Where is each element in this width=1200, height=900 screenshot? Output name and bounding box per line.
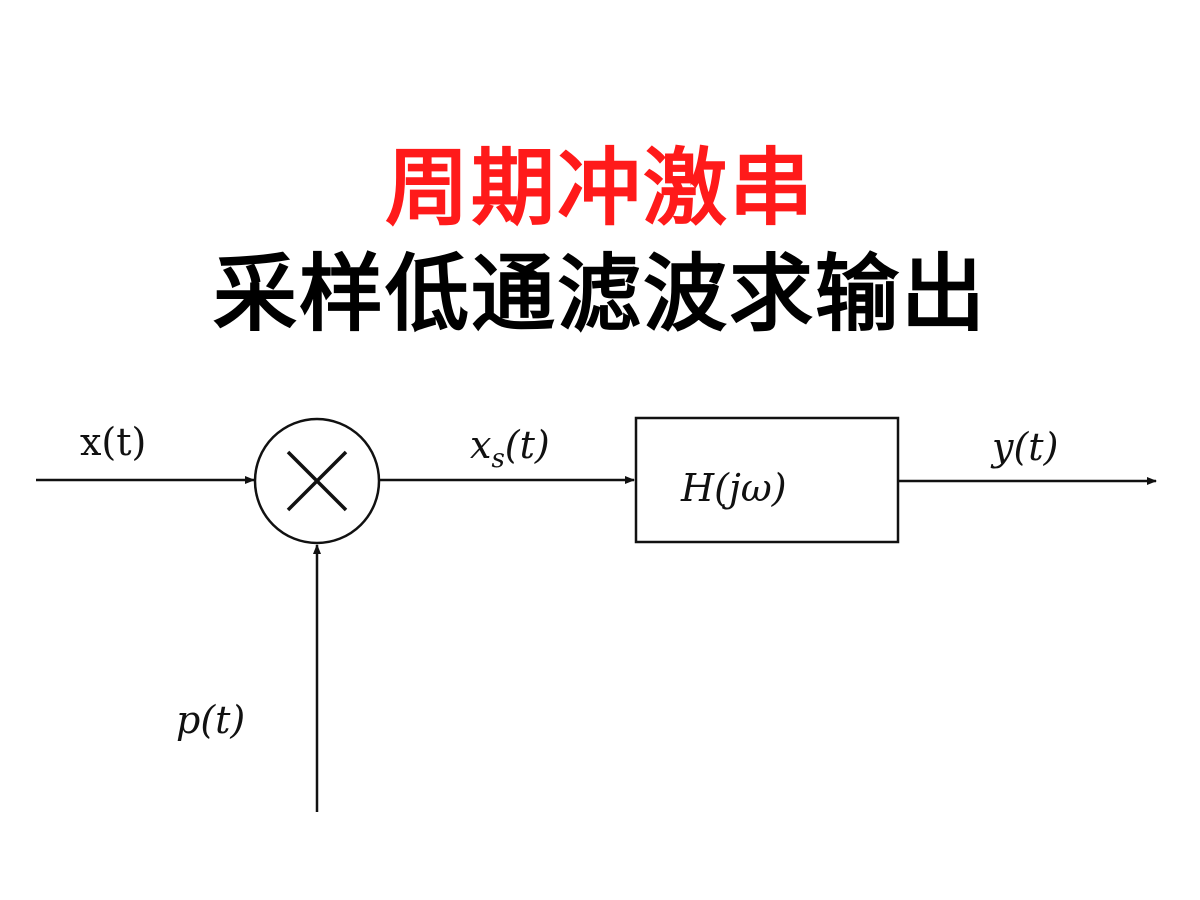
- multiplier-node: [253, 417, 381, 545]
- sampled-signal-label: xs(t): [470, 423, 550, 474]
- title-line-1: 周期冲激串: [384, 139, 815, 237]
- input-label: x(t): [80, 420, 146, 464]
- title-line-2: 采样低通滤波求输出: [212, 245, 987, 343]
- multiply-icon: [286, 450, 348, 512]
- output-label: y(t): [990, 425, 1058, 469]
- impulse-label: p(t): [176, 698, 245, 742]
- filter-label: H(jω): [680, 466, 787, 510]
